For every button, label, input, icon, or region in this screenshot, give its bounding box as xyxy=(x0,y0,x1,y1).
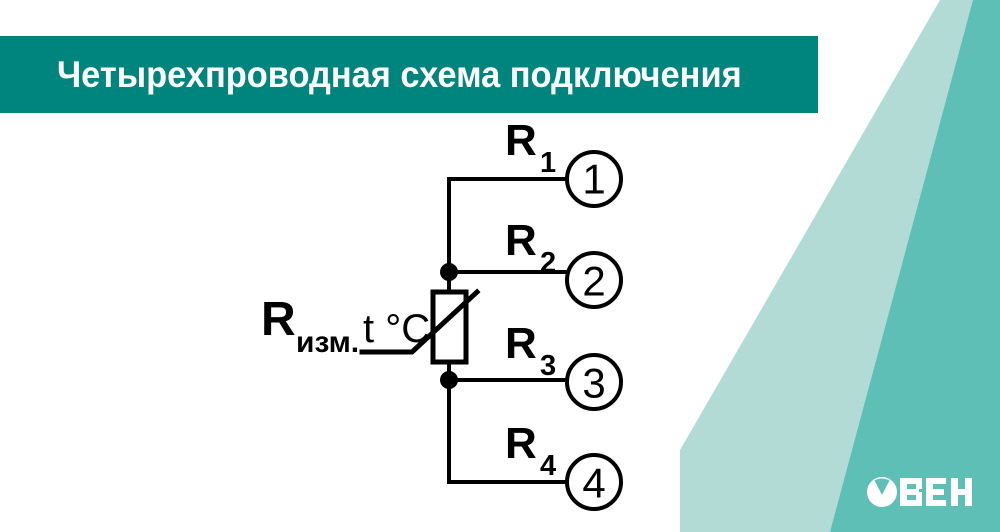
logo-letter-n xyxy=(951,478,972,506)
terminal-circle-2[interactable] xyxy=(565,251,623,309)
terminal-number-3: 3 xyxy=(582,360,605,407)
thermistor-variability-arrow xyxy=(359,288,481,355)
owen-logo xyxy=(867,477,972,507)
resistor-label-3-main: R xyxy=(505,319,537,368)
resistor-label-1-main: R xyxy=(505,116,537,165)
logo-letter-e xyxy=(926,478,946,506)
wire-r1 xyxy=(447,177,568,272)
terminal-circle-3[interactable] xyxy=(565,353,623,411)
resistor-label-4-main: R xyxy=(505,419,537,468)
junction-dot-top xyxy=(440,263,458,281)
page-title: Четырехпроводная схема подключения xyxy=(57,53,742,95)
terminal-number-4: 4 xyxy=(582,460,605,507)
logo-letter-v xyxy=(900,478,922,506)
resistor-label-1-sub: 1 xyxy=(540,147,556,179)
junction-dot-bottom xyxy=(440,371,458,389)
terminal-circle-1[interactable] xyxy=(565,150,623,208)
terminal-circle-4[interactable] xyxy=(565,453,623,511)
ram-circle-icon xyxy=(867,477,897,507)
resistor-label-2-sub: 2 xyxy=(540,247,556,279)
resistor-label-2-main: R xyxy=(505,216,537,265)
temperature-label: t °C xyxy=(363,307,430,351)
resistor-label-4-sub: 4 xyxy=(540,450,556,482)
sensor-label-sub: изм. xyxy=(296,326,359,359)
resistor-label-3-sub: 3 xyxy=(540,350,556,382)
wire-r4 xyxy=(447,380,568,484)
header-bar: Четырехпроводная схема подключения xyxy=(0,36,818,113)
sensor-label-main: R xyxy=(261,293,296,346)
terminal-number-1: 1 xyxy=(582,156,605,203)
terminal-number-2: 2 xyxy=(582,258,605,305)
